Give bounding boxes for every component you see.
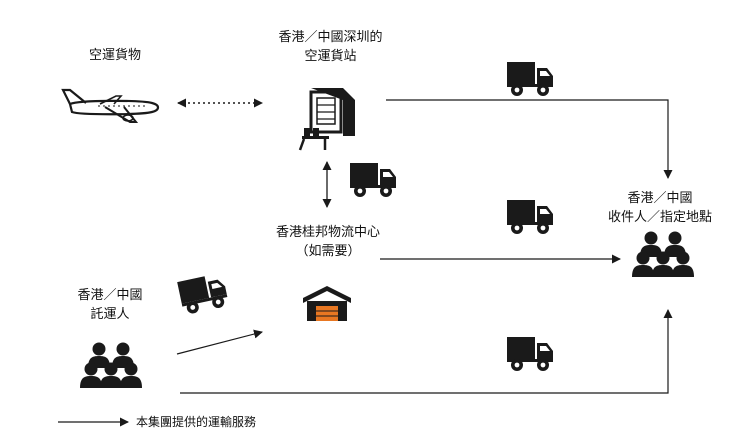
truck-icon bbox=[507, 62, 553, 96]
air-cargo-label: 空運貨物 bbox=[88, 48, 141, 63]
truck-icon bbox=[507, 200, 553, 234]
consignee-label: 香港／中國 收件人／指定地點 bbox=[607, 191, 712, 225]
truck-icon bbox=[507, 337, 553, 371]
people-group-icon bbox=[80, 343, 142, 389]
conveyor-terminal-icon bbox=[298, 88, 355, 151]
people-group-icon bbox=[632, 232, 694, 278]
shipper-center-route bbox=[176, 329, 263, 355]
truck-icon bbox=[350, 163, 396, 197]
cargo-terminal-label: 香港／中國深圳的 空運貨站 bbox=[278, 30, 383, 64]
logistics-center-label: 香港桂邦物流中心 （如需要） bbox=[275, 225, 380, 259]
legend-label: 本集團提供的運輸服務 bbox=[136, 415, 257, 429]
warehouse-icon bbox=[303, 286, 351, 321]
shipper-label: 香港／中國 託運人 bbox=[77, 288, 143, 322]
shipper-consignee-route bbox=[180, 309, 673, 394]
airplane-icon bbox=[61, 88, 160, 123]
terminal-consignee-route bbox=[386, 99, 673, 179]
truck-icon bbox=[177, 272, 230, 316]
